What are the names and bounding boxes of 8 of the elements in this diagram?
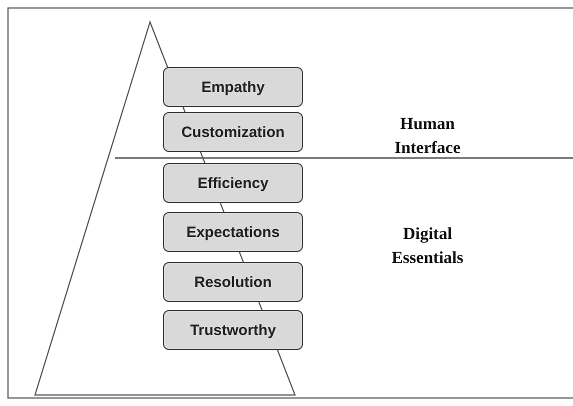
layer-box: Customization [163, 112, 303, 152]
layer-box: Efficiency [163, 163, 303, 203]
layer-box: Trustworthy [163, 310, 303, 350]
layer-box: Expectations [163, 212, 303, 252]
layer-box: Empathy [163, 67, 303, 107]
layer-box: Resolution [163, 262, 303, 302]
section-label: Human Interface [393, 113, 462, 159]
section-label: Digital Essentials [390, 223, 464, 269]
